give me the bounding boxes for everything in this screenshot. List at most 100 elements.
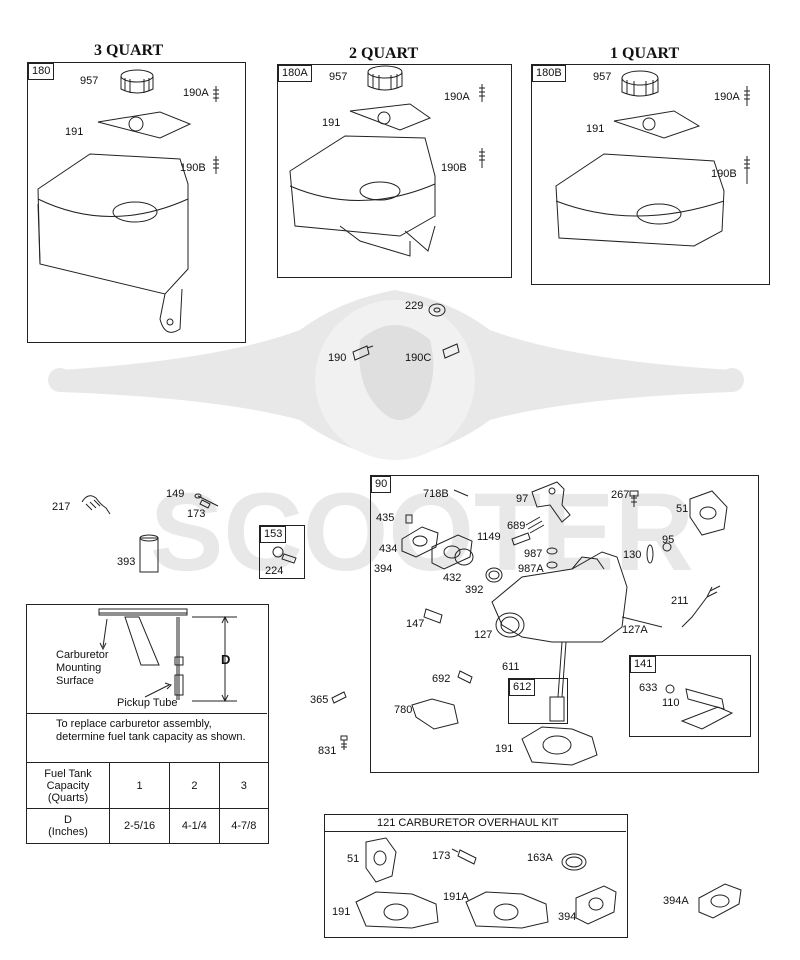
label-780: 780	[394, 704, 413, 716]
label-191: 191	[322, 117, 341, 129]
kit-153-tag: 153	[260, 526, 287, 543]
gasket-394a-illustration	[698, 883, 742, 919]
table-header-d: D (Inches)	[26, 808, 110, 844]
label-689: 689	[507, 520, 526, 532]
title-2-quart: 2 QUART	[349, 45, 419, 62]
label-365: 365	[310, 694, 329, 706]
label-110: 110	[662, 697, 680, 709]
capacity-diagram: D	[98, 608, 237, 703]
label-957: 957	[593, 71, 612, 83]
label-633: 633	[639, 682, 658, 694]
tank-1-quart-tag: 180B	[532, 65, 566, 82]
label-432: 432	[443, 572, 462, 584]
tank-3-quart-illustration	[37, 69, 219, 333]
carb-mounting-surface-label: Carburetor Mounting Surface	[56, 649, 109, 687]
table-row: D (Inches) 2-5/16 4-1/4 4-7/8	[26, 808, 270, 844]
sub-612-panel	[508, 678, 568, 724]
tank-2-quart-illustration	[289, 65, 485, 257]
label-127: 127	[474, 629, 493, 641]
table-header-capacity: Fuel Tank Capacity (Quarts)	[26, 762, 110, 809]
capacity-note: To replace carburetor assembly, determin…	[56, 718, 246, 743]
carburetor-illustration	[401, 481, 734, 766]
tank-2-quart-panel	[277, 64, 512, 278]
label-229: 229	[405, 300, 424, 312]
label-434: 434	[379, 543, 398, 555]
tank-1-quart-panel	[531, 64, 770, 285]
label-224: 224	[265, 565, 284, 577]
label-435: 435	[376, 512, 395, 524]
kit-121-illustration	[355, 837, 617, 929]
label-190: 190	[328, 352, 347, 364]
label-191a: 191A	[443, 891, 469, 903]
label-393: 393	[117, 556, 136, 568]
table-cell: 2-5/16	[108, 808, 171, 844]
label-191: 191	[586, 123, 605, 135]
label-190b: 190B	[441, 162, 467, 174]
label-692: 692	[432, 673, 451, 685]
label-957: 957	[329, 71, 348, 83]
capacity-panel	[26, 604, 269, 844]
d-label: D	[221, 652, 230, 667]
label-97: 97	[516, 493, 529, 505]
label-190a: 190A	[183, 87, 209, 99]
label-611: 611	[502, 661, 520, 673]
label-51: 51	[347, 853, 360, 865]
tank-3-quart-tag: 180	[28, 63, 55, 80]
tank-1-quart-illustration	[555, 70, 750, 247]
table-cell: 4-7/8	[218, 808, 270, 844]
table-cell: 1	[108, 762, 171, 809]
sub-612-tag: 612	[509, 679, 536, 696]
label-191: 191	[332, 906, 351, 918]
label-394: 394	[558, 911, 577, 923]
carburetor-tag: 90	[371, 476, 392, 493]
label-1149: 1149	[477, 531, 501, 543]
left-parts-illustration	[81, 493, 219, 573]
divider	[325, 831, 626, 832]
title-1-quart: 1 QUART	[610, 45, 680, 62]
label-392: 392	[465, 584, 484, 596]
table-cell: 2	[169, 762, 220, 809]
kit-153-panel	[259, 525, 305, 579]
sub-141-panel	[629, 655, 751, 737]
tank-3-quart-panel	[27, 62, 246, 343]
label-191: 191	[65, 126, 84, 138]
label-831: 831	[318, 745, 337, 757]
label-190b: 190B	[180, 162, 206, 174]
label-190a: 190A	[444, 91, 470, 103]
pickup-tube-label: Pickup Tube	[117, 697, 178, 709]
label-394: 394	[374, 563, 393, 575]
table-cell: 4-1/4	[169, 808, 220, 844]
table-cell: 3	[218, 762, 270, 809]
label-987: 987	[524, 548, 543, 560]
label-394a: 394A	[663, 895, 689, 907]
kit-121-panel	[324, 814, 628, 938]
label-217: 217	[52, 501, 71, 513]
label-173: 173	[432, 850, 451, 862]
label-718b: 718B	[423, 488, 449, 500]
sub-141-tag: 141	[630, 656, 657, 673]
label-173: 173	[187, 508, 206, 520]
table-row: Fuel Tank Capacity (Quarts) 1 2 3	[26, 762, 270, 809]
label-127a: 127A	[622, 624, 648, 636]
label-163a: 163A	[527, 852, 553, 864]
label-147: 147	[406, 618, 425, 630]
label-211: 211	[671, 595, 689, 607]
label-149: 149	[166, 488, 185, 500]
title-3-quart: 3 QUART	[94, 42, 164, 59]
label-51: 51	[676, 503, 689, 515]
label-191: 191	[495, 743, 514, 755]
label-130: 130	[623, 549, 642, 561]
misc-screws-illustration	[331, 691, 348, 750]
capacity-table: Fuel Tank Capacity (Quarts) 1 2 3 D (Inc…	[26, 762, 270, 844]
divider	[27, 713, 267, 714]
kit-121-title: 121 CARBURETOR OVERHAUL KIT	[377, 817, 559, 829]
tank-2-quart-tag: 180A	[278, 65, 312, 82]
label-267: 267	[611, 489, 630, 501]
kit-153-illustration	[272, 546, 297, 564]
label-957: 957	[80, 75, 99, 87]
carburetor-panel	[370, 475, 759, 773]
label-190c: 190C	[405, 352, 432, 364]
loose-fasteners-illustration	[352, 303, 460, 361]
label-987a: 987A	[518, 563, 544, 575]
label-190a: 190A	[714, 91, 740, 103]
